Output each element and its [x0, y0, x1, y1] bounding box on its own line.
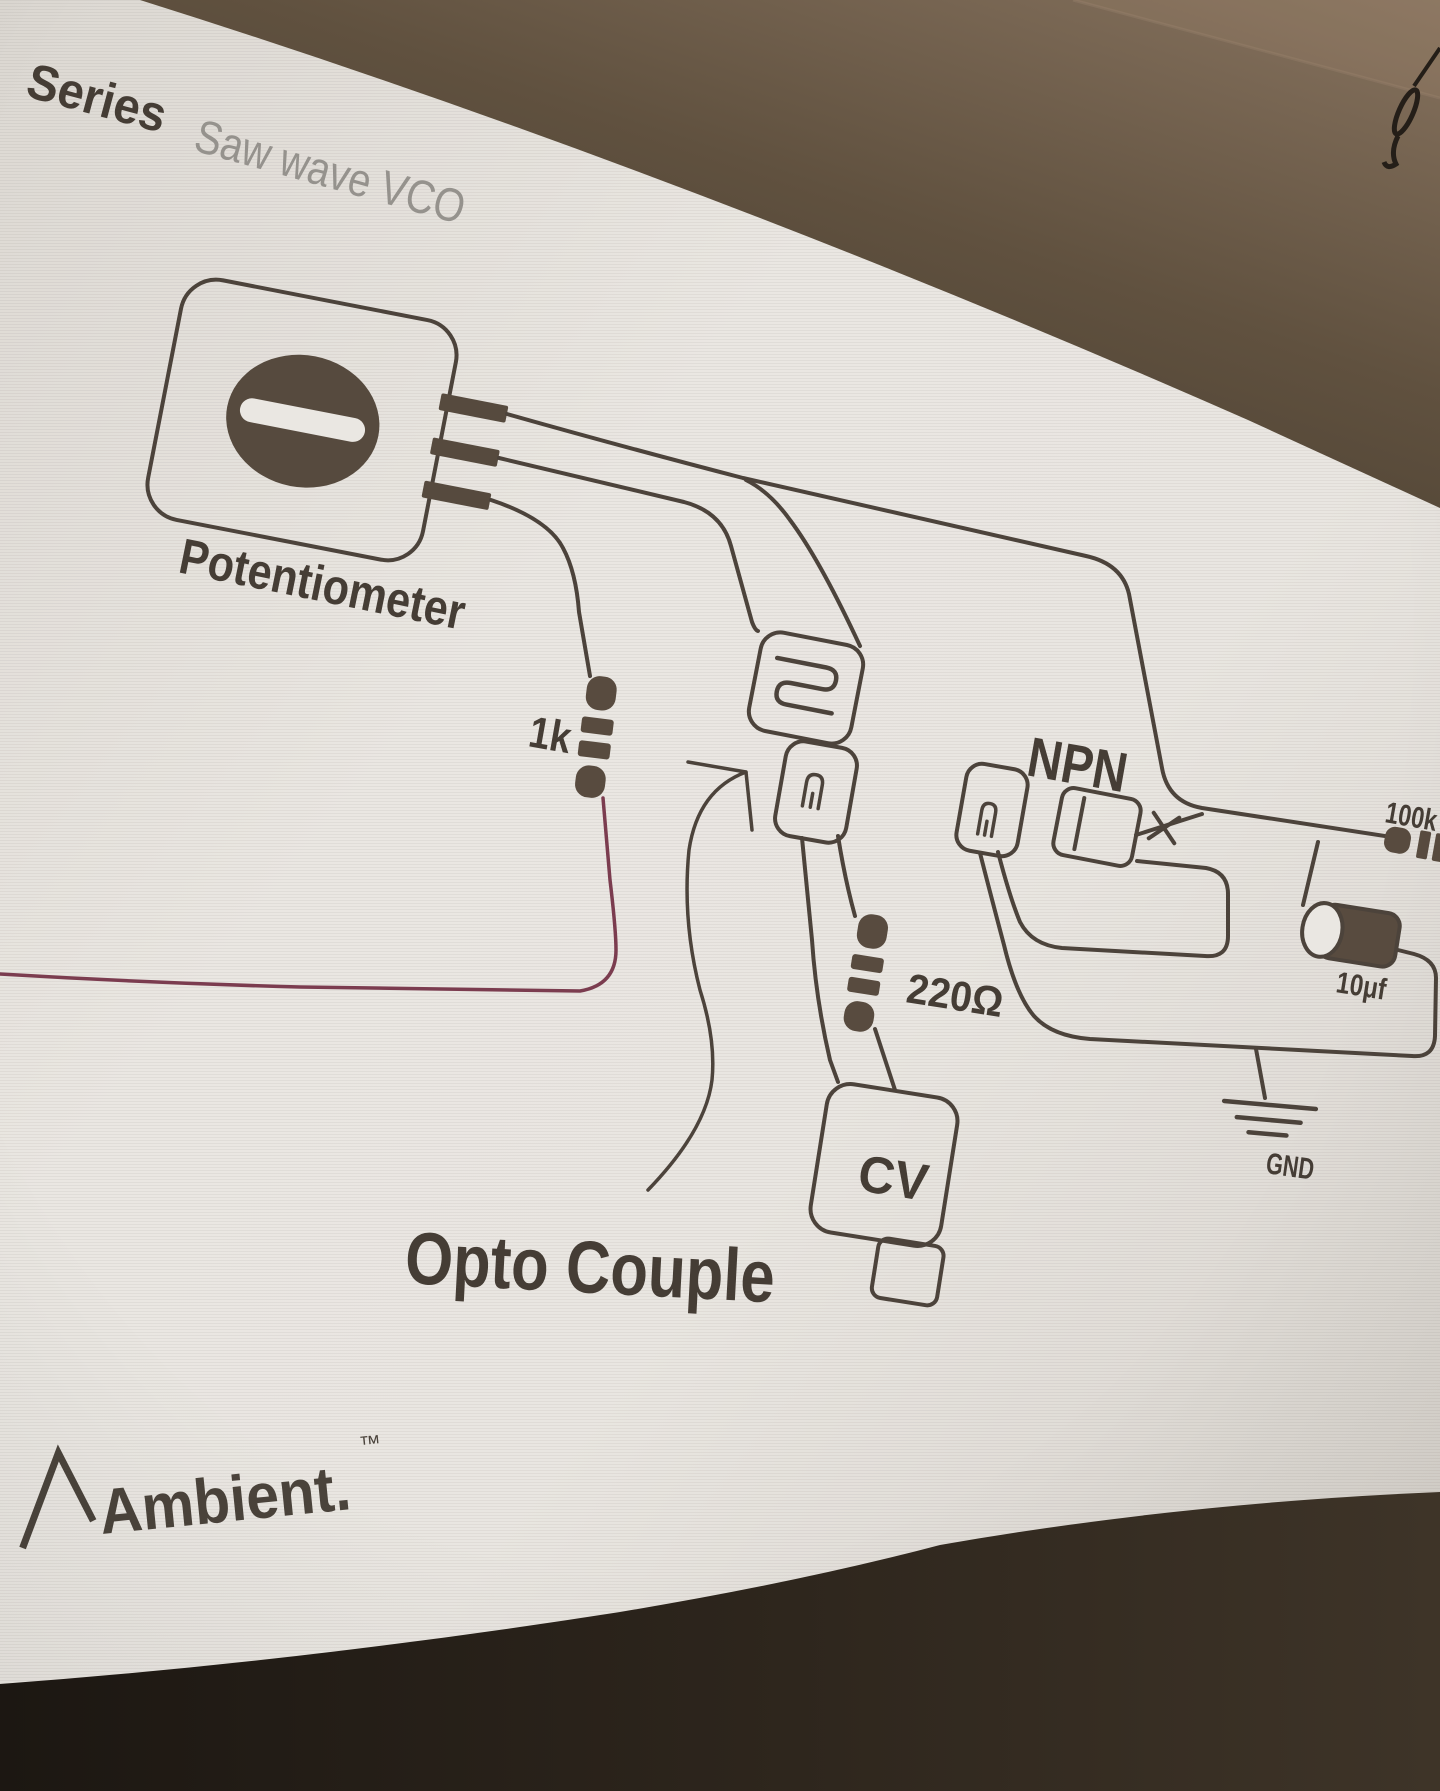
ceiling-wall-line: [1072, 0, 1440, 100]
cable-icon: [1381, 46, 1440, 170]
ceiling-corner-light: [1073, 0, 1440, 98]
bottom-dark-band: [0, 1492, 1440, 1791]
ceiling: [140, 0, 1440, 508]
